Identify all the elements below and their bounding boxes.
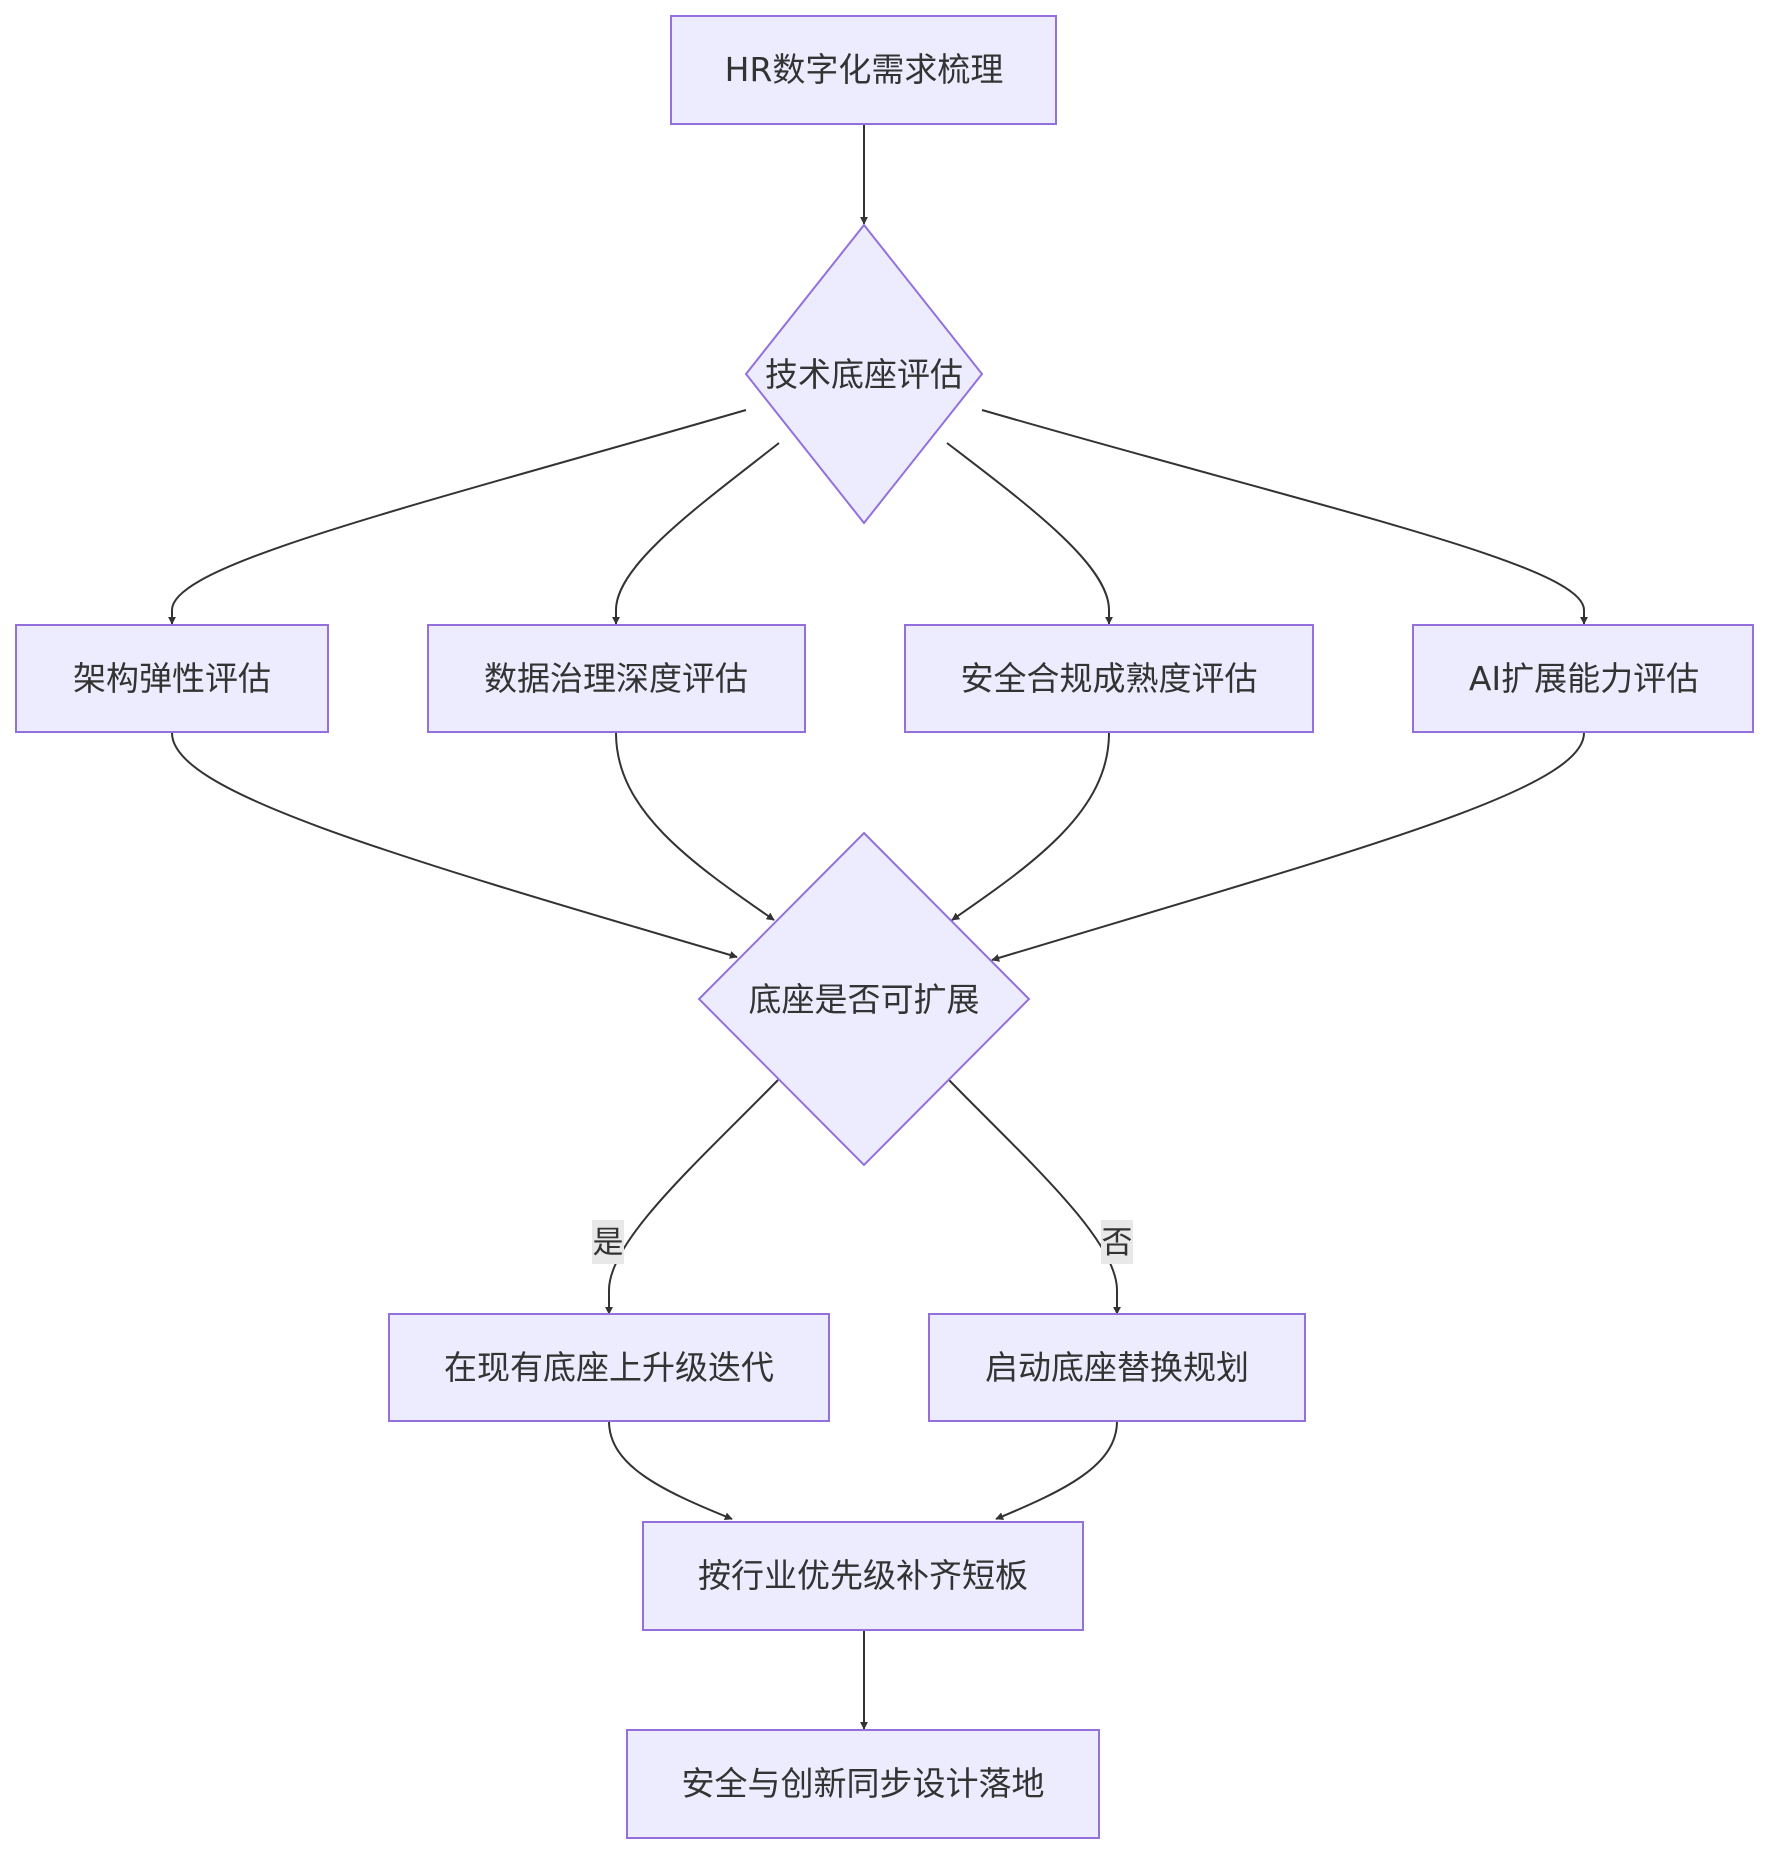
node-replace[interactable]: 启动底座替换规划 [928, 1313, 1306, 1422]
node-security[interactable]: 安全合规成熟度评估 [904, 624, 1314, 733]
edge-label-no-text: 否 [1102, 1225, 1133, 1261]
node-decision[interactable]: 底座是否可扩展 [697, 831, 1031, 1167]
edge-replace-to-fill-gaps [995, 1420, 1118, 1520]
node-start[interactable]: HR数字化需求梳理 [670, 15, 1057, 125]
edge-upgrade-to-fill-gaps [608, 1420, 733, 1521]
node-start-label: HR数字化需求梳理 [725, 50, 1004, 89]
edge-data-gov-to-decision [615, 732, 775, 921]
node-arch-label: 架构弹性评估 [73, 659, 271, 698]
edge-arch-to-decision [171, 732, 738, 959]
node-upgrade-label: 在现有底座上升级迭代 [444, 1348, 774, 1387]
edge-assess-to-data-gov [612, 442, 780, 625]
node-data-gov[interactable]: 数据治理深度评估 [427, 624, 806, 733]
node-arch[interactable]: 架构弹性评估 [15, 624, 329, 733]
node-land[interactable]: 安全与创新同步设计落地 [626, 1729, 1100, 1839]
edge-decision-to-upgrade [605, 1079, 779, 1315]
edge-label-yes-text: 是 [593, 1225, 624, 1261]
node-fill-gaps-label: 按行业优先级补齐短板 [698, 1556, 1028, 1595]
node-data-gov-label: 数据治理深度评估 [484, 659, 748, 698]
node-ai-label: AI扩展能力评估 [1469, 659, 1699, 698]
node-land-label: 安全与创新同步设计落地 [682, 1764, 1045, 1803]
node-decision-label: 底座是否可扩展 [749, 980, 980, 1019]
edge-security-to-decision [951, 732, 1110, 921]
edge-assess-to-arch [168, 409, 747, 625]
node-upgrade[interactable]: 在现有底座上升级迭代 [388, 1313, 830, 1422]
node-assess-label: 技术底座评估 [765, 355, 963, 394]
node-assess[interactable]: 技术底座评估 [744, 223, 984, 525]
node-fill-gaps[interactable]: 按行业优先级补齐短板 [642, 1521, 1084, 1631]
node-ai[interactable]: AI扩展能力评估 [1412, 624, 1754, 733]
edges [168, 125, 1588, 1730]
edge-assess-to-ai [981, 409, 1588, 625]
edge-label-yes: 是 [592, 1220, 624, 1264]
edge-assess-to-security [946, 442, 1113, 625]
edge-label-no: 否 [1101, 1220, 1133, 1264]
edge-decision-to-replace [948, 1079, 1121, 1315]
edge-ai-to-decision [991, 732, 1585, 962]
node-security-label: 安全合规成熟度评估 [961, 659, 1258, 698]
node-replace-label: 启动底座替换规划 [985, 1348, 1249, 1387]
